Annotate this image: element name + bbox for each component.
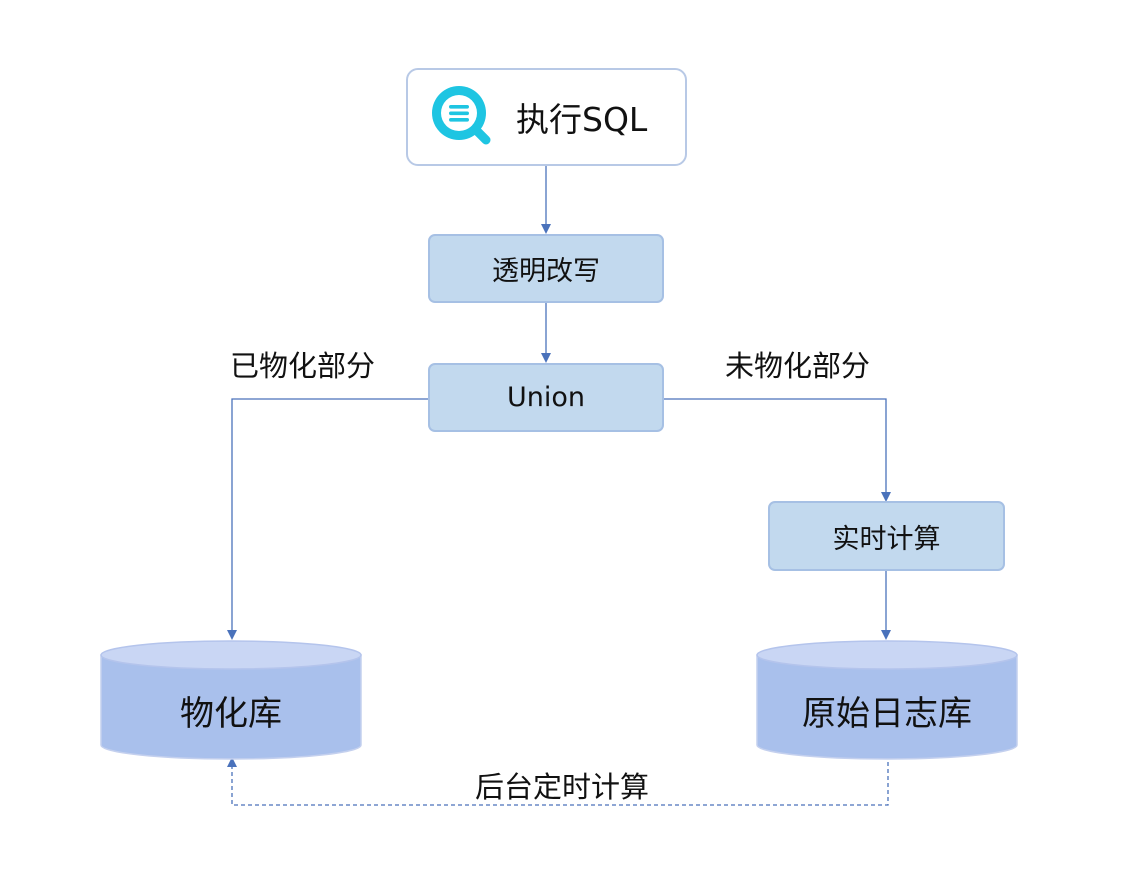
materialized-db-cylinder (100, 640, 362, 760)
edge-union-to-materialized (227, 398, 428, 640)
execute-sql-node: 执行SQL (406, 68, 687, 166)
search-list-icon (428, 82, 498, 152)
transparent-rewrite-node: 透明改写 (428, 234, 664, 303)
union-node: Union (428, 363, 664, 432)
materialized-part-label: 已物化部分 (230, 349, 376, 383)
unmaterialized-part-label: 未物化部分 (725, 349, 871, 383)
raw-log-db-cylinder (756, 640, 1018, 760)
edge-union-to-realtime (664, 398, 891, 502)
raw-log-store-label: 原始日志库 (802, 694, 972, 734)
scheduled-compute-label: 后台定时计算 (475, 770, 650, 804)
realtime-compute-node: 实时计算 (768, 501, 1005, 571)
execute-sql-label: 执行SQL (516, 100, 648, 139)
materialized-store-label: 物化库 (180, 694, 282, 734)
edge-rawlog-to-materialized (227, 757, 889, 806)
